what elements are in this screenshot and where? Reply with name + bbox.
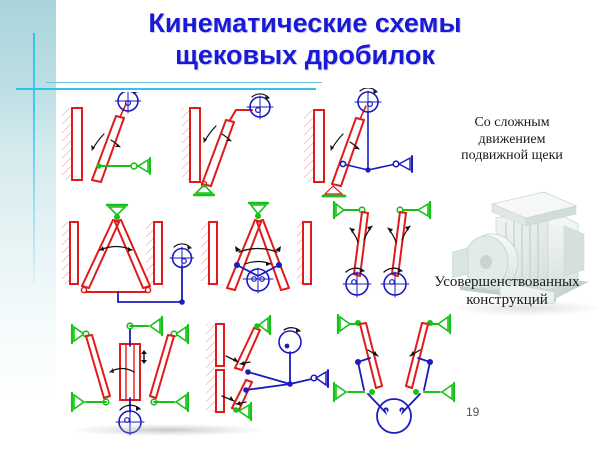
annotation-complex-motion-l2: движением	[478, 131, 546, 147]
page-title: Кинематические схемы щековых дробилок	[70, 8, 540, 72]
annotation-improved-designs: Усовершенствованных конструкций	[412, 274, 600, 309]
scheme-r1c3	[300, 88, 440, 198]
scheme-r2c1	[62, 202, 194, 310]
page-title-line-1: Кинематические схемы	[148, 8, 462, 38]
decor-horizontal-line	[16, 88, 316, 90]
annotation-complex-motion-l3: подвижной щеки	[461, 148, 563, 164]
scheme-r3c2	[202, 312, 332, 432]
annotation-improved-designs-l2: конструкций	[466, 291, 548, 308]
page-title-line-2: щековых дробилок	[175, 39, 435, 70]
scheme-r2c2	[197, 200, 327, 310]
page-number: 19	[466, 405, 480, 419]
ground-shadow	[72, 424, 262, 436]
scheme-r2c3	[332, 196, 450, 308]
decor-horizontal-line-thin	[46, 82, 322, 83]
annotation-complex-motion: Со сложным движением подвижной щеки	[432, 115, 592, 165]
decor-vertical-line	[33, 33, 35, 283]
scheme-r3c3	[332, 310, 456, 440]
jaw-crusher-photo	[452, 178, 592, 308]
scheme-r1c2	[182, 92, 307, 197]
annotation-improved-designs-l1: Усовершенствованных	[434, 274, 580, 290]
scheme-r3c1	[62, 312, 202, 438]
machine-shadow	[452, 300, 600, 316]
left-gradient-band-top	[0, 0, 56, 160]
scheme-r1c1	[60, 92, 190, 197]
annotation-complex-motion-l1: Со сложным	[474, 115, 550, 130]
